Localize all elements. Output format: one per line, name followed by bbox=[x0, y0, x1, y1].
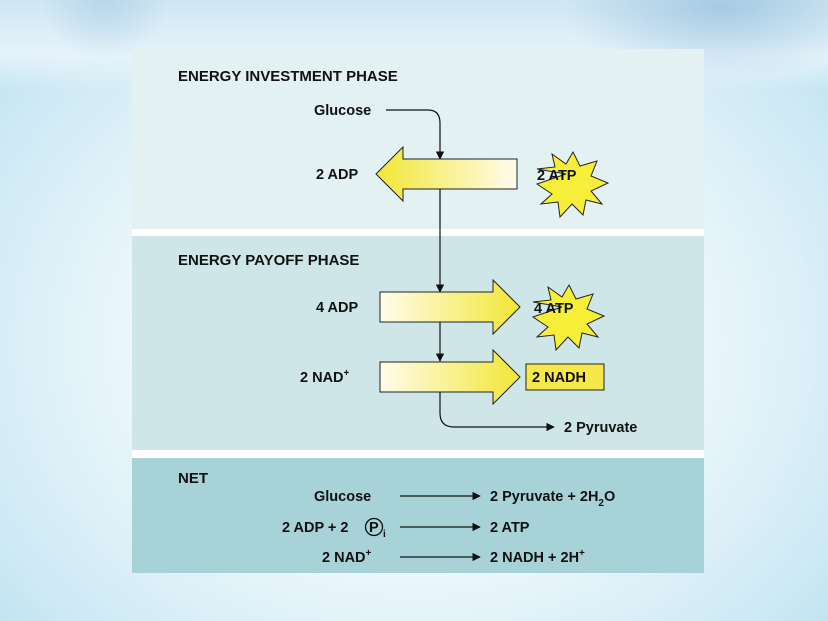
payoff-phase-title: ENERGY PAYOFF PHASE bbox=[178, 252, 359, 269]
atp-in-label: 2 ATP bbox=[537, 168, 577, 184]
nadh-out-label: 2 NADH bbox=[532, 370, 586, 386]
net-eq1-left: Glucose bbox=[314, 489, 371, 505]
flow-diagram: ENERGY INVESTMENT PHASE Glucose 2 ADP 2 … bbox=[178, 68, 637, 566]
investment-phase-panel bbox=[132, 49, 704, 229]
net-panel bbox=[132, 458, 704, 573]
adp-in-label: 4 ADP bbox=[316, 300, 358, 316]
phosphate-symbol: P bbox=[369, 520, 379, 536]
adp-out-label: 2 ADP bbox=[316, 167, 358, 183]
investment-phase-title: ENERGY INVESTMENT PHASE bbox=[178, 68, 398, 85]
nadh-box bbox=[525, 363, 605, 391]
adp-release-arrow bbox=[375, 145, 518, 203]
atp-out-starburst bbox=[531, 283, 606, 352]
pyruvate-label: 2 Pyruvate bbox=[564, 420, 637, 436]
phosphate-subscript: i bbox=[383, 529, 386, 540]
phosphate-circle-icon bbox=[364, 517, 384, 537]
atp-out-label: 4 ATP bbox=[534, 301, 574, 317]
glucose-label: Glucose bbox=[314, 103, 371, 119]
pyruvate-connector bbox=[439, 392, 555, 432]
payoff-phase-panel bbox=[132, 236, 704, 450]
glycolysis-diagram: ENERGY INVESTMENT PHASE Glucose 2 ADP 2 … bbox=[132, 49, 704, 573]
nad-in-label: 2 NAD+ bbox=[300, 368, 350, 386]
net-eq3-left: 2 NAD+ bbox=[322, 548, 372, 566]
net-eq1-right: 2 Pyruvate + 2H2O bbox=[490, 489, 615, 509]
net-title: NET bbox=[178, 470, 208, 487]
net-eq2-right: 2 ATP bbox=[490, 520, 530, 536]
atp-in-starburst bbox=[535, 150, 610, 219]
glucose-connector bbox=[386, 109, 445, 160]
atp-production-arrow bbox=[379, 278, 521, 336]
net-eq3-right: 2 NADH + 2H+ bbox=[490, 548, 585, 566]
nadh-production-arrow bbox=[379, 348, 521, 406]
net-eq2-left: 2 ADP + 2 bbox=[282, 520, 349, 536]
